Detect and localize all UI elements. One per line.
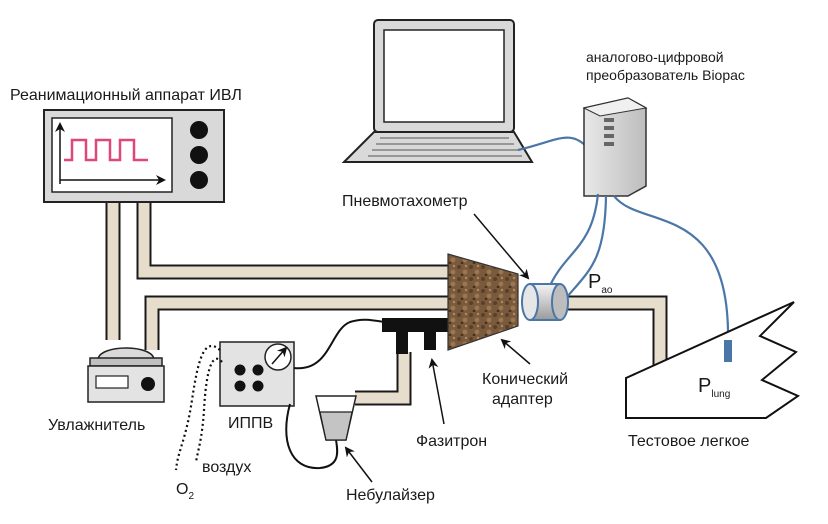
pneumotach-pointer	[473, 213, 530, 280]
adc-label-line1: аналогово-цифровой	[586, 49, 724, 65]
phasitron-label: Фазитрон	[416, 433, 487, 450]
tubing	[105, 202, 668, 406]
humidifier-icon	[87, 347, 165, 403]
phasitron-icon	[382, 318, 452, 354]
plung-cable	[613, 195, 730, 341]
pneumotach-icon	[521, 283, 569, 321]
conic-label-line1: Конический	[482, 371, 568, 388]
nebulizer-pointer	[344, 446, 373, 483]
pao-label: Pao	[588, 271, 613, 296]
ventilator-icon	[43, 109, 225, 203]
nebulizer-cup-icon	[315, 395, 357, 441]
phasitron-pointer	[428, 358, 445, 425]
air-supply-line	[194, 357, 223, 463]
test-lung-label: Тестовое легкое	[628, 433, 750, 450]
ippv-drive-line	[293, 318, 385, 370]
conic-pointer	[500, 338, 531, 365]
o2-supply-line	[174, 344, 221, 471]
ippv-device-icon	[219, 341, 295, 407]
bellows-lung-icon	[625, 301, 801, 419]
data-cable	[517, 136, 591, 152]
nebulizer-label: Небулайзер	[346, 487, 435, 504]
plung-label: Plung	[698, 375, 730, 400]
air-label: воздух	[202, 459, 251, 476]
adc-label-line2: преобразователь Biopac	[586, 67, 745, 83]
laptop-icon	[341, 19, 534, 163]
pneumotach-label: Пневмотахометр	[342, 193, 468, 210]
ventilator-label: Реанимационный аппарат ИВЛ	[10, 87, 242, 104]
nebulizer-drive-line	[285, 403, 339, 470]
conic-adapter-icon	[447, 253, 519, 351]
pao-cable	[546, 193, 600, 291]
humidifier-label: Увлажнитель	[48, 417, 145, 434]
adc-box-icon	[582, 97, 648, 197]
o2-label: O2	[176, 481, 194, 502]
pao-cable-2	[565, 195, 608, 299]
conic-label-line2: адаптер	[492, 391, 553, 408]
ippv-label: ИППВ	[228, 415, 273, 432]
